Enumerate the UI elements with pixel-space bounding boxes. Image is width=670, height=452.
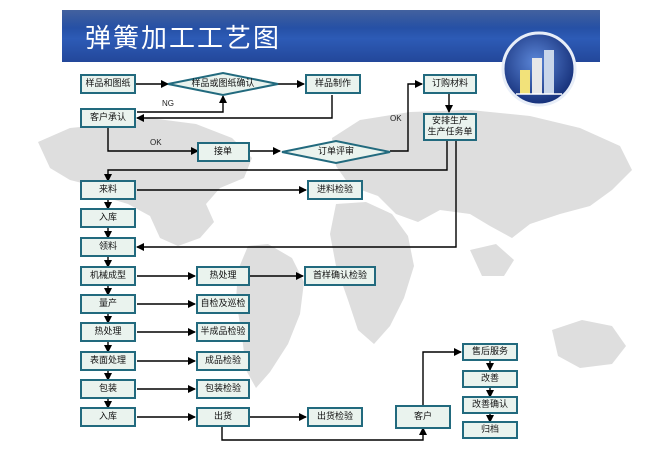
node-improve: 改善 xyxy=(462,370,518,388)
node-purchase: 订购材料 xyxy=(423,74,477,94)
node-schedule: 安排生产生产任务单 xyxy=(423,113,477,141)
node-purchase-label: 订购材料 xyxy=(432,77,468,89)
node-incoming-check-label: 进料检验 xyxy=(317,183,353,195)
chart-logo-icon xyxy=(501,31,577,107)
node-heat-2-label: 热处理 xyxy=(94,325,121,337)
node-schedule-label: 安排生产生产任务单 xyxy=(427,115,472,138)
node-order-review-decision: 订单评审 xyxy=(281,139,391,165)
node-sample-drawing-label: 样品和图纸 xyxy=(85,77,130,89)
flow-edges xyxy=(104,80,494,441)
node-heat-2: 热处理 xyxy=(80,322,136,342)
node-incoming-label: 来料 xyxy=(99,183,117,195)
node-stock-in-1: 入库 xyxy=(80,208,136,228)
node-archive: 归档 xyxy=(462,421,518,439)
node-after-sales: 售后服务 xyxy=(462,343,518,361)
node-after-sales-label: 售后服务 xyxy=(472,345,508,357)
node-incoming-check: 进料检验 xyxy=(307,180,363,200)
edge-sample-make-to-customer xyxy=(136,95,333,122)
node-sample-make-label: 样品制作 xyxy=(315,77,351,89)
node-final-check: 成品检验 xyxy=(196,351,250,371)
node-pack-label: 包装 xyxy=(99,382,117,394)
node-stock-in-2-label: 入库 xyxy=(99,410,117,422)
edge-schedule-to-incoming xyxy=(104,140,448,182)
node-forming-label: 机械成型 xyxy=(90,269,126,281)
node-pick: 领料 xyxy=(80,237,136,257)
node-order-label: 接单 xyxy=(214,145,232,157)
node-customer-confirm-label: 客户承认 xyxy=(90,111,126,123)
node-ship-check-label: 出货检验 xyxy=(317,410,353,422)
node-order: 接单 xyxy=(197,142,250,162)
node-pack-check: 包装检验 xyxy=(196,379,250,399)
node-semi-check-label: 半成品检验 xyxy=(200,325,245,337)
edge-label-ok-order: OK xyxy=(150,138,162,147)
node-confirm-label: 样品或图纸确认 xyxy=(191,77,254,89)
node-incoming: 来料 xyxy=(80,180,136,200)
node-self-check: 自检及巡检 xyxy=(196,294,250,314)
edge-label-ng: NG xyxy=(162,99,174,108)
node-order-review-label: 订单评审 xyxy=(318,145,354,157)
node-stock-in-1-label: 入库 xyxy=(99,211,117,223)
node-customer-confirm: 客户承认 xyxy=(80,108,136,128)
node-ship-label: 出货 xyxy=(214,410,232,422)
node-stock-in-2: 入库 xyxy=(80,407,136,427)
node-mass: 量产 xyxy=(80,294,136,314)
node-semi-check: 半成品检验 xyxy=(196,322,250,342)
node-heat-1: 热处理 xyxy=(196,266,250,286)
node-improve-confirm-label: 改善确认 xyxy=(472,398,508,410)
node-forming: 机械成型 xyxy=(80,266,136,286)
edge-customer-to-after-sales xyxy=(422,348,462,406)
node-pack: 包装 xyxy=(80,379,136,399)
node-confirm-decision: 样品或图纸确认 xyxy=(167,71,279,97)
node-heat-1-label: 热处理 xyxy=(209,269,236,281)
node-ship: 出货 xyxy=(196,407,250,427)
node-first-check-label: 首样确认检验 xyxy=(313,269,367,281)
node-surface-label: 表面处理 xyxy=(90,354,126,366)
node-sample-drawing: 样品和图纸 xyxy=(80,74,136,94)
node-improve-label: 改善 xyxy=(481,372,499,384)
edge-ship-to-customer xyxy=(221,426,427,441)
node-final-check-label: 成品检验 xyxy=(205,354,241,366)
node-first-check: 首样确认检验 xyxy=(304,266,376,286)
edge-customer-to-order xyxy=(107,126,199,155)
edge-label-ok-purchase: OK xyxy=(390,114,402,123)
page-title: 弹簧加工工艺图 xyxy=(85,24,282,54)
node-improve-confirm: 改善确认 xyxy=(462,396,518,414)
node-self-check-label: 自检及巡检 xyxy=(200,297,245,309)
node-pick-label: 领料 xyxy=(99,240,117,252)
node-archive-label: 归档 xyxy=(481,423,499,435)
edge-review-to-purchase xyxy=(390,80,423,152)
edge-schedule-to-pick xyxy=(136,140,457,251)
node-surface: 表面处理 xyxy=(80,351,136,371)
node-customer-label: 客户 xyxy=(414,410,432,422)
node-pack-check-label: 包装检验 xyxy=(205,382,241,394)
node-ship-check: 出货检验 xyxy=(307,407,363,427)
edge-customer-ng-loop xyxy=(137,95,227,113)
node-mass-label: 量产 xyxy=(99,297,117,309)
node-customer: 客户 xyxy=(395,405,451,429)
node-sample-make: 样品制作 xyxy=(305,74,361,94)
